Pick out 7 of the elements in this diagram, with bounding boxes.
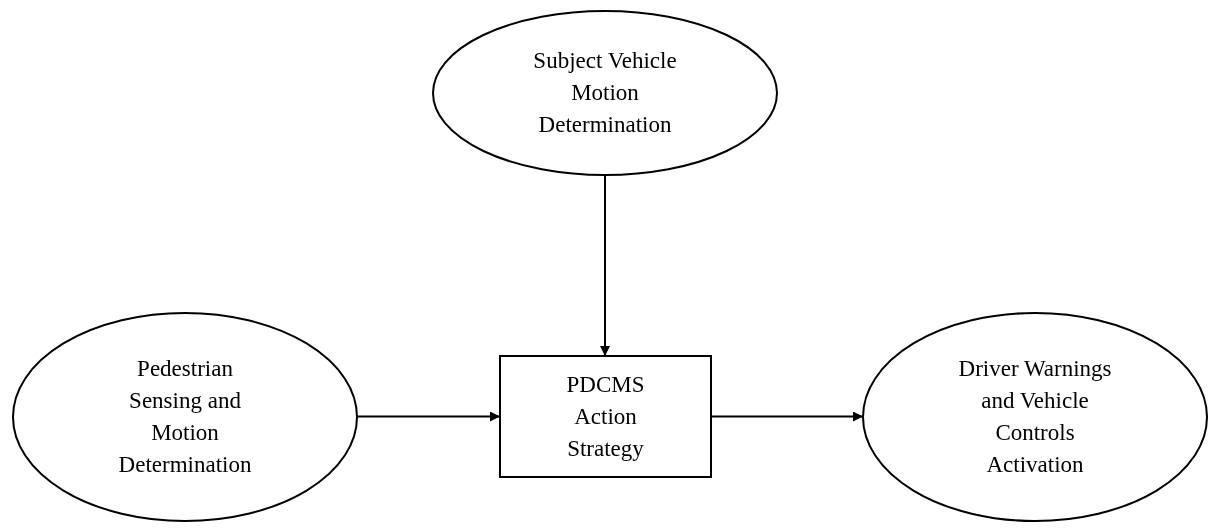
arrow [600, 175, 610, 356]
node-label: Subject Vehicle Motion Determination [532, 47, 678, 139]
arrow [357, 411, 500, 422]
node-label: Pedestrian Sensing and Motion Determination [117, 355, 253, 479]
node-label: Driver Warnings and Vehicle Controls Activation [957, 355, 1113, 479]
arrow [711, 411, 863, 422]
node-label: PDCMS Action Strategy [565, 370, 646, 463]
